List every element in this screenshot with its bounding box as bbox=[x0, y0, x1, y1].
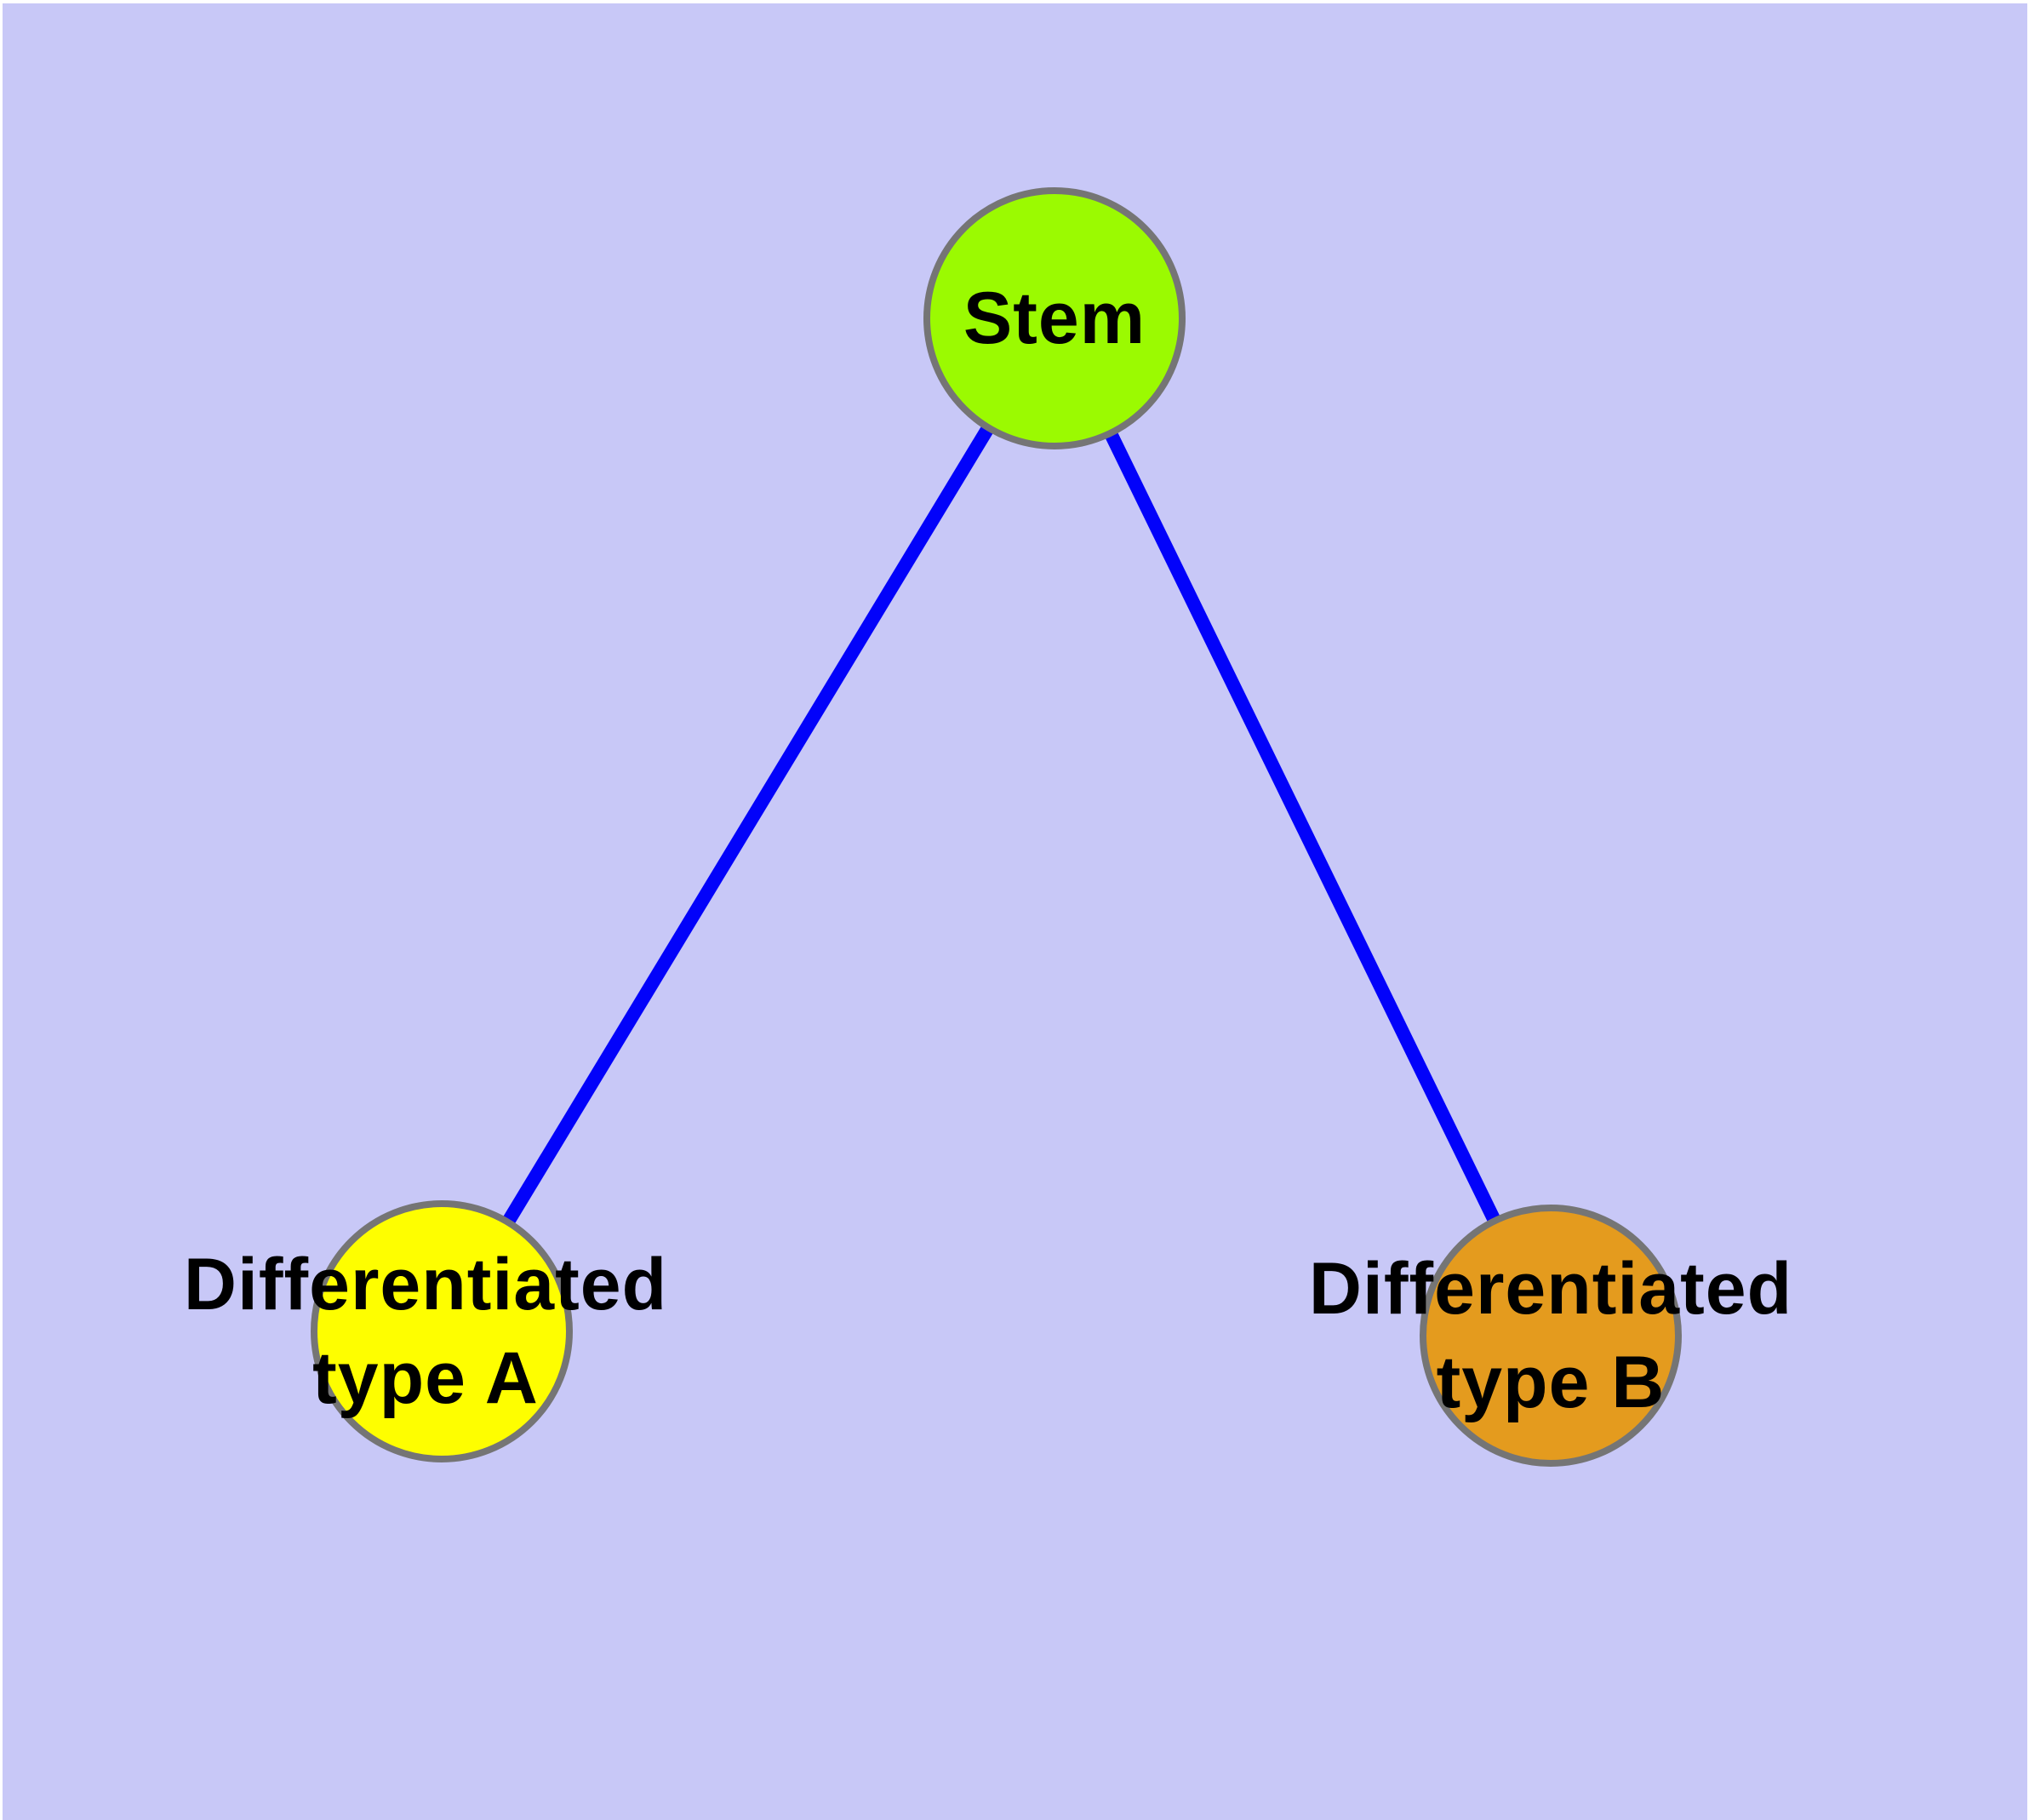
type-a-node-label-line1: Differentiated bbox=[184, 1244, 667, 1325]
edge-stem-to-type-b bbox=[1048, 315, 1557, 1339]
type-b-node-circle bbox=[1420, 1205, 1682, 1467]
graph-diagram: Stem Differentiated type A Differentiate… bbox=[3, 3, 2027, 1820]
stem-node-label: Stem bbox=[963, 278, 1146, 359]
diagram-canvas: Stem Differentiated type A Differentiate… bbox=[3, 3, 2027, 1820]
type-a-node-circle bbox=[311, 1200, 573, 1462]
stem-node-circle bbox=[923, 187, 1186, 449]
type-a-node-label-line2: type A bbox=[312, 1337, 539, 1419]
edge-stem-to-type-a bbox=[436, 314, 1060, 1336]
type-b-node-label-line2: type B bbox=[1437, 1342, 1666, 1423]
type-b-node-label-line1: Differentiated bbox=[1309, 1248, 1792, 1330]
